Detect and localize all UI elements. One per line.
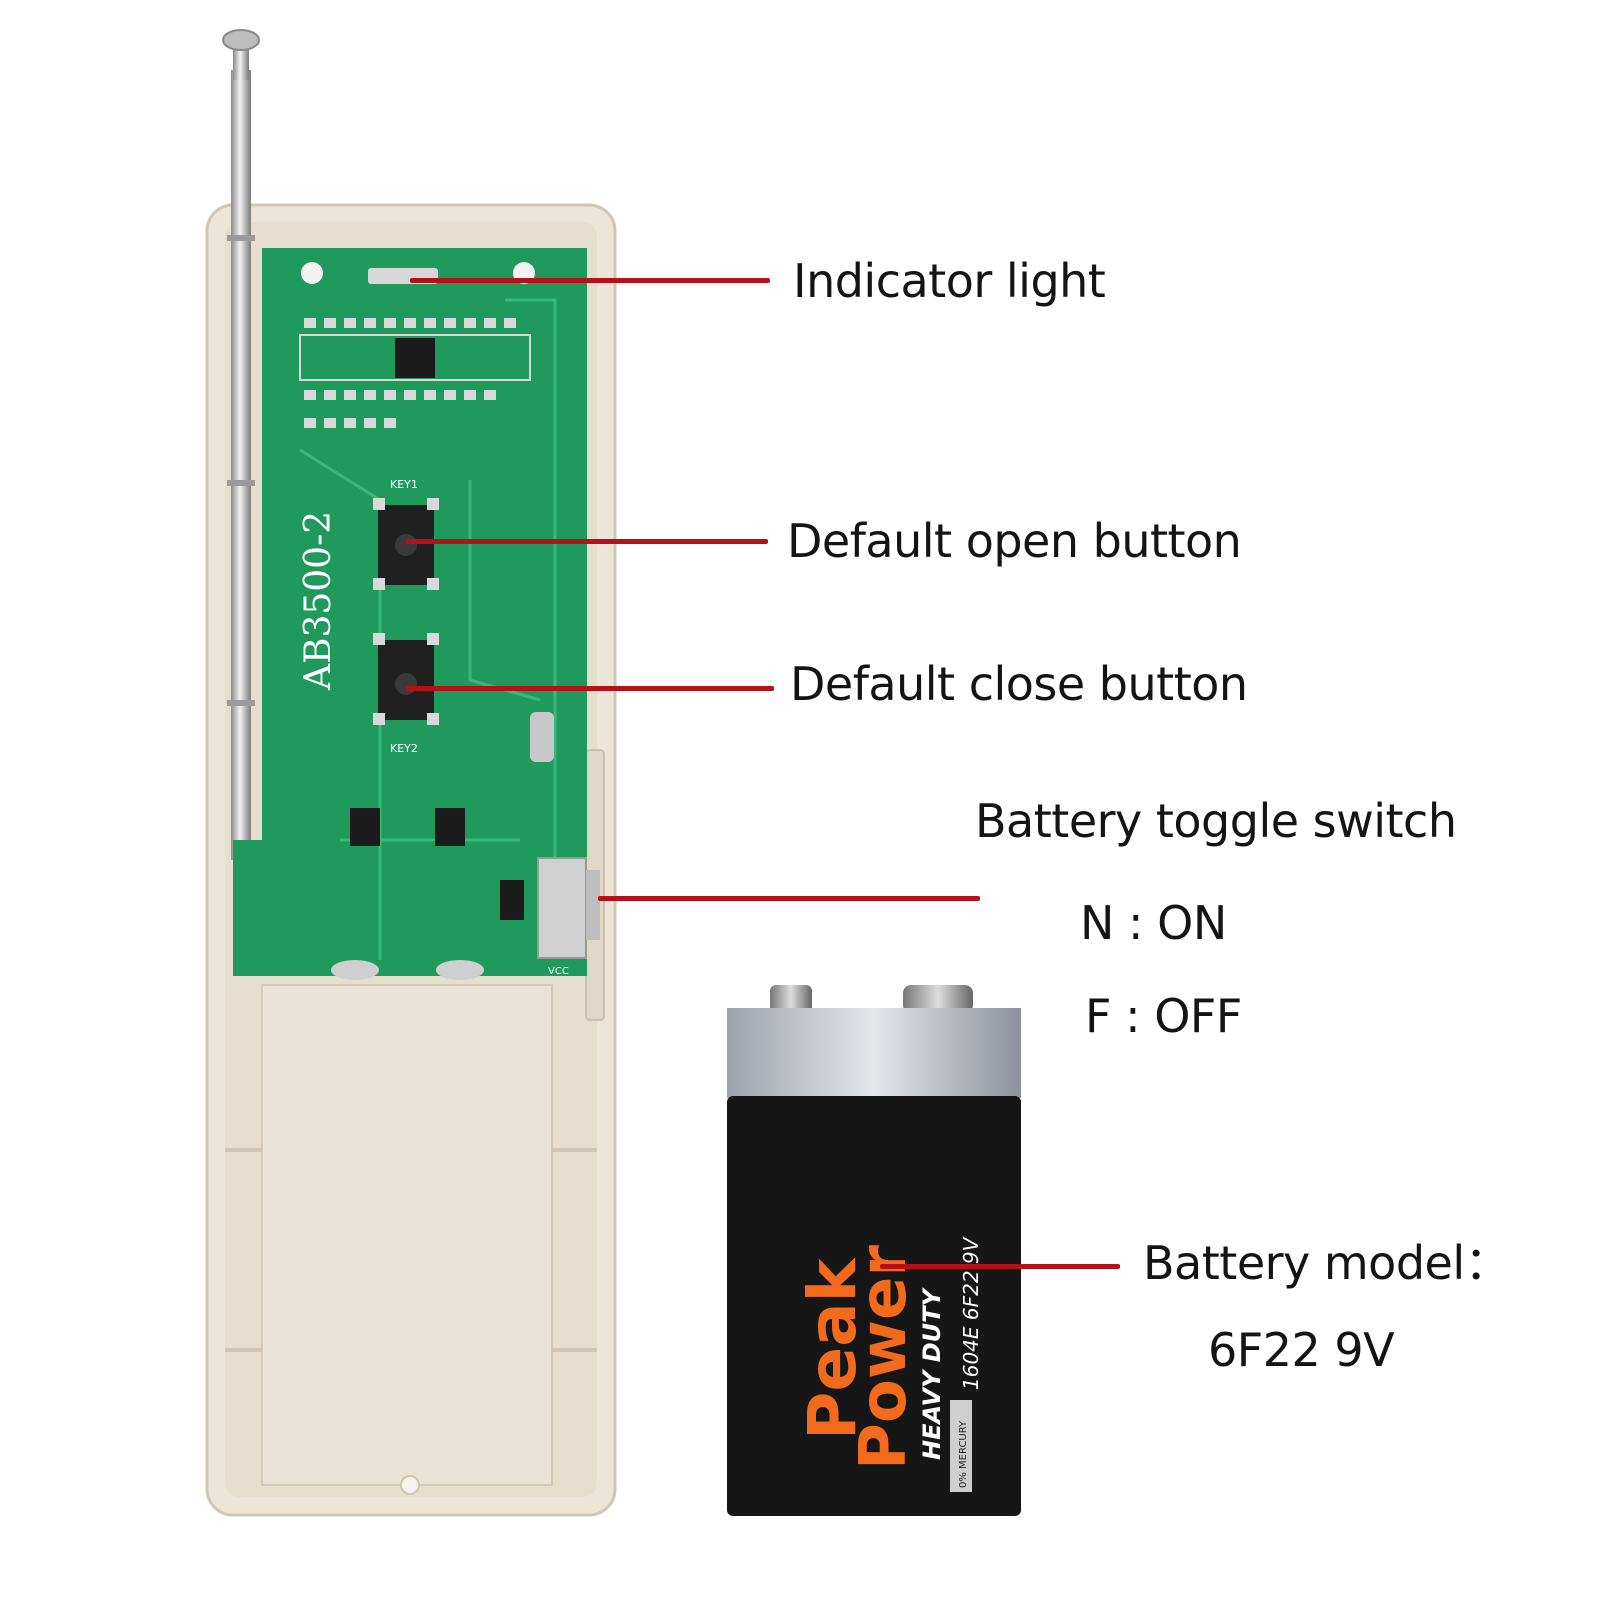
battery-model-label: Battery model： (1143, 1236, 1511, 1290)
open-button-switch (373, 498, 439, 590)
battery-subtitle: HEAVY DUTY (918, 1286, 946, 1460)
default-close-button-label: Default close button (790, 657, 1248, 711)
battery-toggle-switch (537, 857, 600, 959)
vcc-label: VCC (548, 966, 569, 977)
close-button-switch (373, 633, 439, 725)
battery-code: 1604E 6F22 9V (959, 1236, 983, 1390)
key1-label: KEY1 (390, 478, 418, 491)
circuit-board: AB3500-2 KEY1 KEY2 VCC (233, 248, 600, 980)
battery-brand-line2: Power (847, 1245, 921, 1470)
battery-model-value: 6F22 9V (1208, 1323, 1395, 1377)
pcb-model-marking: AB3500-2 (298, 511, 339, 691)
open-button-leader (406, 539, 768, 544)
battery-9v: Peak Power HEAVY DUTY 1604E 6F22 9V 0% M… (727, 985, 1021, 1516)
battery-brand-line1: Peak (794, 1256, 871, 1440)
key2-label: KEY2 (390, 742, 418, 755)
battery-model-leader (880, 1264, 1120, 1269)
telescopic-antenna (222, 29, 260, 860)
battery-toggle-switch-label: Battery toggle switch (975, 794, 1457, 848)
switch-on-label: N : ON (1080, 896, 1227, 950)
indicator-light-leader (410, 278, 770, 283)
toggle-switch-leader (598, 896, 980, 901)
encoder-chip (395, 338, 435, 378)
indicator-light-label: Indicator light (793, 254, 1106, 308)
battery-badge: 0% MERCURY (958, 1420, 969, 1488)
close-button-leader (406, 686, 774, 691)
default-open-button-label: Default open button (787, 514, 1242, 568)
switch-off-label: F : OFF (1085, 989, 1242, 1043)
